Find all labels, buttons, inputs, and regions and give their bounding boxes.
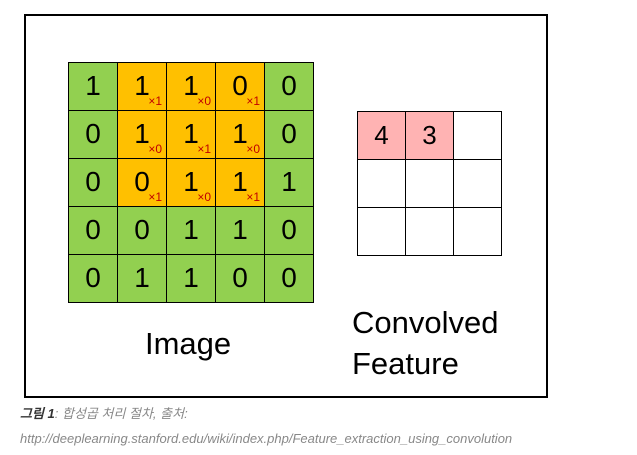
figure-caption: 그림 1: 합성곱 처리 절차, 출처: xyxy=(20,403,188,422)
kernel-window-cell: 1×0 xyxy=(216,111,265,159)
image-cell: 0 xyxy=(265,111,314,159)
convolved-empty-cell xyxy=(454,208,502,256)
kernel-weight: ×1 xyxy=(148,190,162,204)
image-label: Image xyxy=(145,326,232,361)
pixel-value: 0 xyxy=(134,165,150,197)
figure-number: 그림 1 xyxy=(20,406,55,421)
pixel-value: 0 xyxy=(281,213,297,245)
pixel-value: 0 xyxy=(281,117,297,149)
image-cell: 1 xyxy=(265,159,314,207)
pixel-value: 1 xyxy=(232,117,248,149)
pixel-value: 0 xyxy=(85,261,101,293)
image-cell: 1 xyxy=(216,207,265,255)
image-cell: 1 xyxy=(167,207,216,255)
kernel-window-cell: 1×0 xyxy=(167,63,216,111)
image-cell: 0 xyxy=(69,255,118,303)
image-cell: 0 xyxy=(265,63,314,111)
image-cell: 0 xyxy=(118,207,167,255)
image-cell: 0 xyxy=(69,159,118,207)
caption-source-url: http://deeplearning.stanford.edu/wiki/in… xyxy=(20,431,513,446)
convolved-empty-cell xyxy=(454,112,502,160)
pixel-value: 0 xyxy=(232,261,248,293)
kernel-weight: ×0 xyxy=(197,94,211,108)
image-cell: 0 xyxy=(265,255,314,303)
image-cell: 0 xyxy=(265,207,314,255)
caption-text: : 합성곱 처리 절차, 출처: xyxy=(54,406,188,421)
kernel-weight: ×1 xyxy=(246,190,260,204)
pixel-value: 0 xyxy=(85,213,101,245)
convolved-empty-cell xyxy=(454,160,502,208)
kernel-window-cell: 1×0 xyxy=(167,159,216,207)
pixel-value: 1 xyxy=(281,165,297,197)
pixel-value: 1 xyxy=(183,213,199,245)
convolved-label-line2: Feature xyxy=(352,346,459,381)
kernel-weight: ×0 xyxy=(197,190,211,204)
pixel-value: 1 xyxy=(85,69,101,101)
convolved-empty-cell xyxy=(358,160,406,208)
pixel-value: 0 xyxy=(85,165,101,197)
kernel-window-cell: 1×1 xyxy=(167,111,216,159)
pixel-value: 0 xyxy=(281,69,297,101)
image-cell: 0 xyxy=(216,255,265,303)
image-cell: 1 xyxy=(118,255,167,303)
pixel-value: 0 xyxy=(232,69,248,101)
pixel-value: 1 xyxy=(134,117,150,149)
pixel-value: 1 xyxy=(232,213,248,245)
kernel-weight: ×0 xyxy=(246,142,260,156)
convolved-label-line1: Convolved xyxy=(352,305,499,340)
kernel-window-cell: 0×1 xyxy=(216,63,265,111)
pixel-value: 1 xyxy=(134,69,150,101)
image-cell: 1 xyxy=(69,63,118,111)
convolved-empty-cell xyxy=(406,208,454,256)
kernel-window-cell: 1×1 xyxy=(118,63,167,111)
pixel-value: 0 xyxy=(134,213,150,245)
kernel-window-cell: 1×0 xyxy=(118,111,167,159)
pixel-value: 1 xyxy=(183,117,199,149)
kernel-weight: ×1 xyxy=(246,94,260,108)
pixel-value: 1 xyxy=(183,261,199,293)
kernel-window-cell: 0×1 xyxy=(118,159,167,207)
pixel-value: 1 xyxy=(183,165,199,197)
pixel-value: 1 xyxy=(183,69,199,101)
convolved-value-cell: 3 xyxy=(406,112,454,160)
pixel-value: 0 xyxy=(281,261,297,293)
pixel-value: 1 xyxy=(134,261,150,293)
image-cell: 0 xyxy=(69,111,118,159)
pixel-value: 0 xyxy=(85,117,101,149)
convolved-empty-cell xyxy=(358,208,406,256)
kernel-weight: ×1 xyxy=(148,94,162,108)
convolved-value-cell: 4 xyxy=(358,112,406,160)
pixel-value: 1 xyxy=(232,165,248,197)
kernel-weight: ×1 xyxy=(197,142,211,156)
image-cell: 1 xyxy=(167,255,216,303)
convolved-empty-cell xyxy=(406,160,454,208)
image-cell: 0 xyxy=(69,207,118,255)
kernel-weight: ×0 xyxy=(148,142,162,156)
convolved-feature-label: Convolved Feature xyxy=(352,302,498,384)
kernel-window-cell: 1×1 xyxy=(216,159,265,207)
